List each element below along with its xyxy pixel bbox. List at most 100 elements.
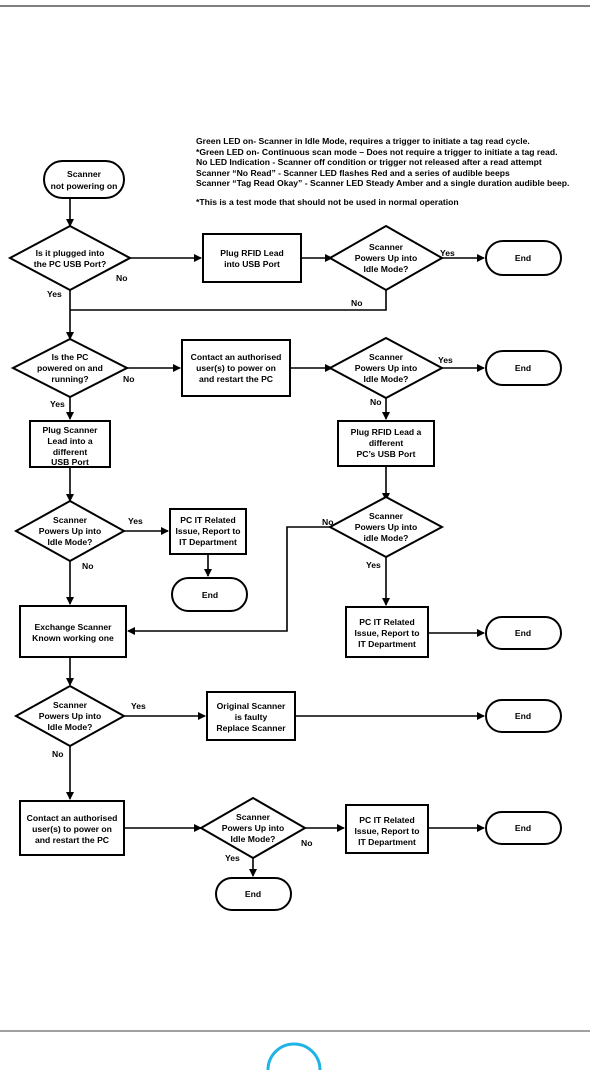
svg-text:PC IT Related: PC IT Related — [180, 515, 235, 525]
decision-idle-3 — [13, 499, 127, 563]
svg-text:Idle Mode?: Idle Mode? — [48, 537, 93, 547]
process-exchange-label: Exchange Scanner — [35, 622, 113, 632]
decision-idle-2 — [327, 336, 445, 400]
decision-pc-on-label-3: running? — [51, 374, 88, 384]
process-it-3-label-2: Issue, Report to — [355, 826, 420, 836]
brand-arc-icon — [266, 1042, 322, 1071]
process-it-3-label-3: IT Department — [358, 837, 416, 847]
edge-yes-5: Yes — [128, 516, 143, 526]
end-terminator-5 — [485, 699, 562, 733]
svg-text:idle Mode?: idle Mode? — [364, 533, 409, 543]
edge-yes-4: Yes — [438, 355, 453, 365]
process-contact-1-label-2: user(s) to power on — [196, 363, 276, 373]
end-label-2: End — [515, 363, 531, 373]
legend-line-read-okay: Scanner “Tag Read Okay” - Scanner LED St… — [196, 178, 570, 189]
process-faulty-label-3: Replace Scanner — [216, 723, 286, 733]
svg-text:Scanner: Scanner — [236, 812, 271, 822]
process-plug-lead-label: Plug RFID Lead — [220, 248, 284, 258]
end-label-6: End — [515, 823, 531, 833]
end-terminator-3 — [171, 577, 248, 612]
legend: Green LED on- Scanner in Idle Mode, requ… — [196, 136, 586, 208]
decision-idle-5-label: Scanner — [53, 700, 88, 710]
decision-idle-4-label-3: idle Mode? — [364, 533, 409, 543]
svg-text:Powers Up into: Powers Up into — [39, 711, 102, 721]
process-plug-diff-pc-label-2: different — [369, 438, 404, 448]
svg-text:Scanner: Scanner — [369, 511, 404, 521]
decision-plugged — [7, 224, 133, 292]
process-it-2 — [345, 606, 429, 658]
edge-yes-2: Yes — [440, 248, 455, 258]
edge-no-5: No — [82, 561, 93, 571]
end-terminator-6 — [485, 811, 562, 845]
decision-idle-2-label-2: Powers Up into — [355, 363, 418, 373]
decision-idle-1-label-3: Idle Mode? — [364, 264, 409, 274]
end-label-1: End — [515, 253, 531, 263]
process-contact-2-label: Contact an authorised — [27, 813, 118, 823]
decision-idle-3-label: Scanner — [53, 515, 88, 525]
process-faulty-label-2: is faulty — [235, 712, 268, 722]
decision-idle-2-label: Scanner — [369, 352, 404, 362]
svg-text:Original Scanner: Original Scanner — [217, 701, 286, 711]
decision-idle-1 — [327, 224, 445, 292]
svg-text:Contact an authorised: Contact an authorised — [27, 813, 118, 823]
svg-text:Contact an authorised: Contact an authorised — [191, 352, 282, 362]
decision-idle-6 — [198, 796, 308, 860]
svg-text:Plug RFID Lead a: Plug RFID Lead a — [351, 427, 422, 437]
decision-plugged-label: Is it plugged into — [36, 248, 105, 258]
end-label-7: End — [245, 889, 261, 899]
process-contact-1 — [181, 339, 291, 397]
start-terminator — [43, 160, 125, 199]
legend-line-no-read: Scanner “No Read” - Scanner LED flashes … — [196, 167, 510, 178]
svg-text:Is it plugged into: Is it plugged into — [36, 248, 105, 258]
process-exchange — [19, 605, 127, 658]
process-plug-scanner-label-4: USB Port — [51, 457, 89, 467]
svg-text:Replace Scanner: Replace Scanner — [216, 723, 286, 733]
svg-text:Plug Scanner: Plug Scanner — [43, 425, 99, 435]
svg-text:Scanner: Scanner — [53, 515, 88, 525]
process-plug-scanner — [29, 420, 111, 468]
process-it-2-label-2: Issue, Report to — [355, 628, 420, 638]
decision-idle-4-label-2: Powers Up into — [355, 522, 418, 532]
decision-pc-on-label-2: powered on and — [37, 363, 103, 373]
svg-text:Known working one: Known working one — [32, 633, 114, 643]
edge-no-3: No — [123, 374, 134, 384]
svg-text:IT Department: IT Department — [179, 537, 237, 547]
legend-line-no-led: No LED Indication - Scanner off conditio… — [196, 157, 542, 168]
svg-text:Powers Up into: Powers Up into — [355, 363, 418, 373]
process-plug-scanner-label: Plug Scanner — [43, 425, 99, 435]
decision-idle-5 — [13, 684, 127, 748]
process-it-3-label: PC IT Related — [359, 815, 414, 825]
process-plug-diff-pc-label: Plug RFID Lead a — [351, 427, 422, 437]
process-it-1 — [169, 508, 247, 555]
process-it-1-label: PC IT Related — [180, 515, 235, 525]
edge-no-8: No — [301, 838, 312, 848]
process-contact-1-label: Contact an authorised — [191, 352, 282, 362]
end-terminator-7 — [215, 877, 292, 911]
edge-labels: No Yes Yes No No Yes Yes No Yes No No Ye… — [47, 248, 455, 863]
svg-text:Powers Up into: Powers Up into — [222, 823, 285, 833]
svg-text:Is the PC: Is the PC — [52, 352, 89, 362]
edge-yes-6: Yes — [366, 560, 381, 570]
process-it-3 — [345, 804, 429, 854]
process-it-2-label-3: IT Department — [358, 639, 416, 649]
decision-idle-6-label-3: Idle Mode? — [231, 834, 276, 844]
decision-idle-1-label-2: Powers Up into — [355, 253, 418, 263]
svg-text:and restart the PC: and restart the PC — [35, 835, 109, 845]
svg-text:USB Port: USB Port — [51, 457, 89, 467]
edge-no-6: No — [322, 517, 333, 527]
process-contact-2 — [19, 800, 125, 856]
end-label-5: End — [515, 711, 531, 721]
svg-text:and restart the PC: and restart the PC — [199, 374, 273, 384]
svg-text:different: different — [53, 447, 88, 457]
decision-plugged-label-2: the PC USB Port? — [34, 259, 107, 269]
legend-note: *This is a test mode that should not be … — [196, 196, 459, 207]
legend-line-green-idle: Green LED on- Scanner in Idle Mode, requ… — [196, 136, 530, 146]
svg-text:Plug RFID Lead: Plug RFID Lead — [220, 248, 284, 258]
svg-text:powered on and: powered on and — [37, 363, 103, 373]
decision-idle-5-label-3: Idle Mode? — [48, 722, 93, 732]
edge-no-4: No — [370, 397, 381, 407]
decision-idle-4 — [327, 495, 445, 559]
edge-yes-8: Yes — [225, 853, 240, 863]
process-plug-lead — [202, 233, 302, 283]
